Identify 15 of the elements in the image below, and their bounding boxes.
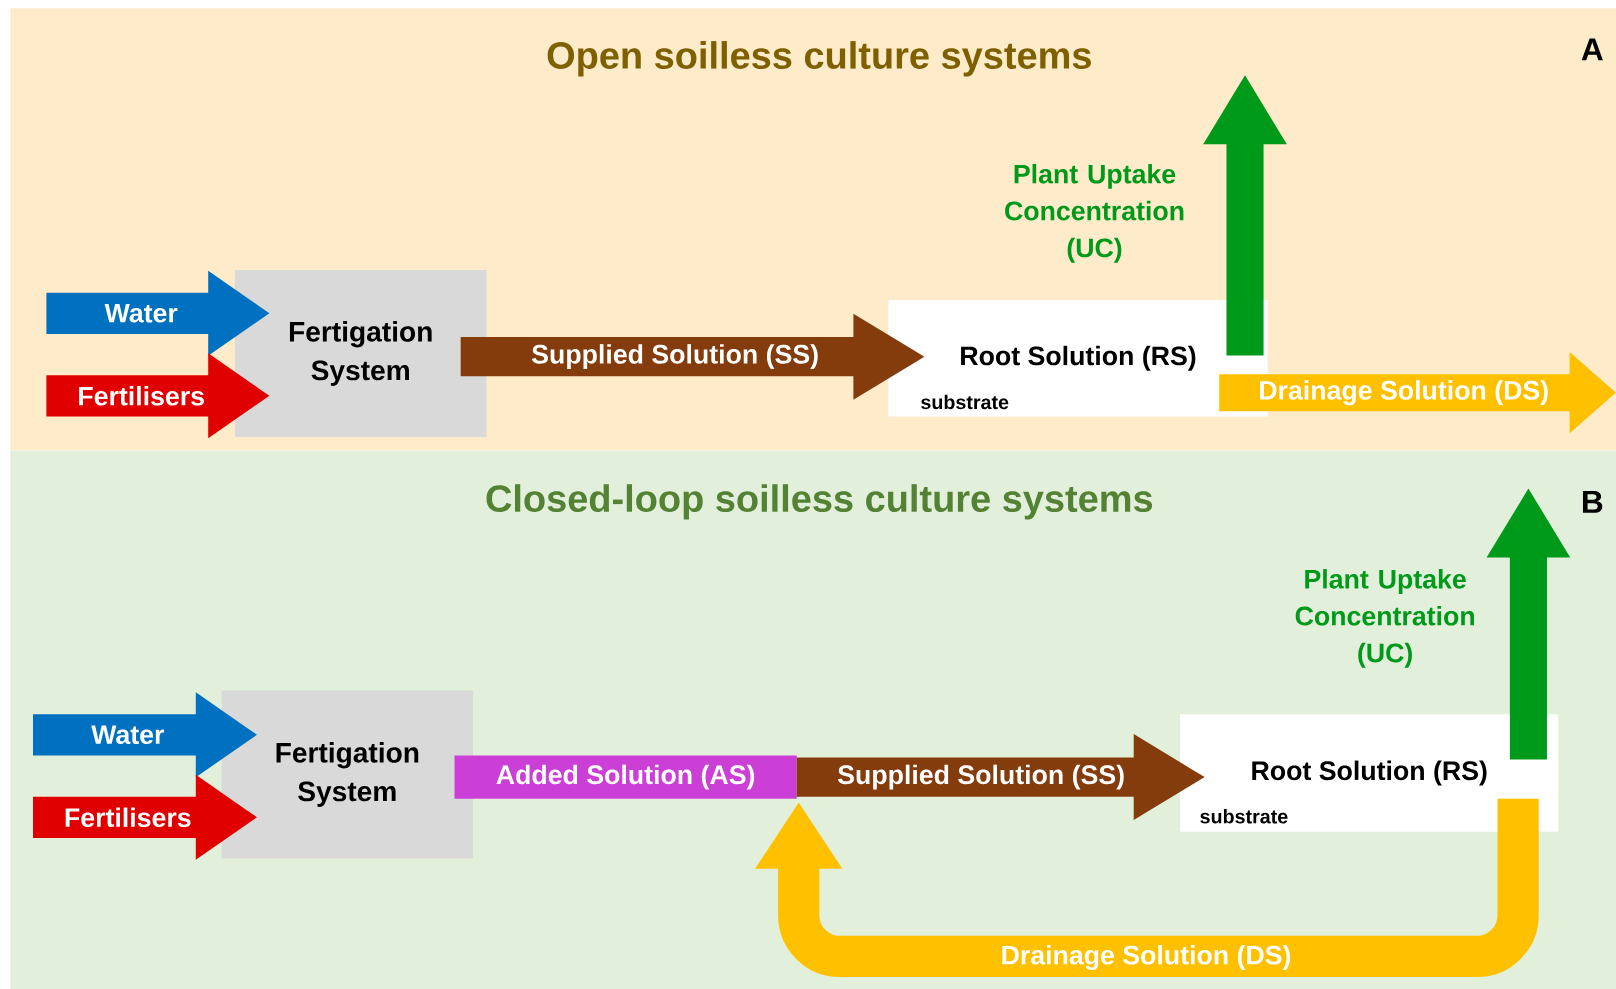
edge-label: Fertilisers	[73, 382, 209, 409]
panel-letter: A	[1581, 38, 1603, 61]
edge-label: Water	[87, 721, 168, 748]
edge-label: Water	[101, 300, 182, 326]
process-box: Fertigation System	[234, 269, 487, 437]
root-box: Root Solution (RS) substrate	[1180, 714, 1559, 832]
edge-label: Supplied Solution (SS)	[527, 340, 823, 373]
edge-label: Supplied Solution (SS)	[833, 760, 1129, 793]
edge-label: Drainage Solution (DS)	[997, 941, 1295, 974]
solution-bar: Added Solution (AS)	[454, 755, 797, 799]
edge-label: Plant Uptake Concentration (UC)	[972, 160, 1217, 266]
process-box: Fertigation System	[221, 690, 474, 859]
edge-label: Plant Uptake Concentration (UC)	[1263, 565, 1508, 672]
edge-label: Fertilisers	[60, 803, 196, 831]
panel-letter: B	[1583, 490, 1603, 513]
